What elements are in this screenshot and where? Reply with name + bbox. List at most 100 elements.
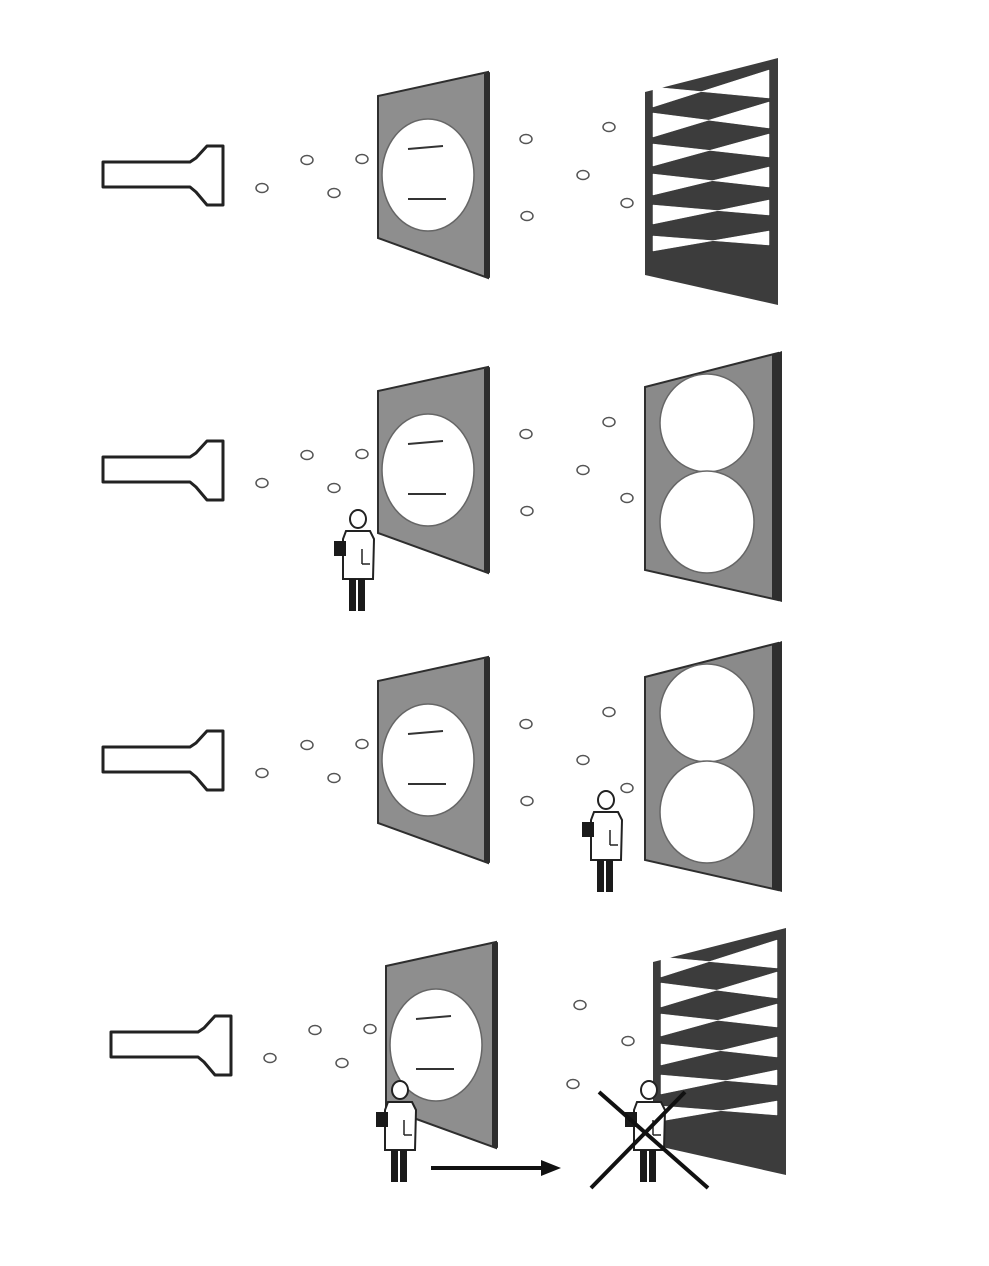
slit-plate-edge [492, 942, 498, 1148]
particle-icon [300, 449, 314, 461]
screen-gap [652, 101, 770, 138]
cross-icon [589, 1090, 687, 1190]
particle-icon [620, 197, 634, 209]
particle-icon [519, 718, 533, 730]
observer-leg-right [606, 860, 613, 892]
slit-opening [389, 988, 483, 1102]
panel-1-drawing [101, 58, 778, 305]
particle-emitter-icon [109, 1014, 233, 1077]
slit-upper [407, 440, 444, 445]
screen-edge [772, 641, 782, 892]
particle-icon [355, 738, 369, 750]
slit-plate-edge [484, 367, 490, 573]
panel-3 [0, 635, 989, 935]
particle-emitter-icon [101, 144, 225, 207]
panel-2-drawing [101, 351, 782, 611]
slit-plate-edge [484, 657, 490, 863]
detector-screen-icon [645, 58, 778, 305]
particle-icon [519, 133, 533, 145]
slit-upper [407, 145, 444, 150]
particle-icon [621, 1035, 635, 1047]
observer-head [391, 1080, 409, 1100]
slit-opening [381, 703, 475, 817]
observer-head [349, 509, 367, 529]
observer-leg-right [358, 579, 365, 611]
particle-icon [327, 482, 341, 494]
panel-3-drawing [101, 641, 782, 892]
screen-gap [660, 1036, 778, 1066]
particle-icon [363, 1023, 377, 1035]
detector-screen-icon [644, 641, 782, 892]
particle-icon [300, 739, 314, 751]
screen-gap [660, 1069, 778, 1095]
observer-clipboard [582, 822, 594, 837]
particle-icon [519, 428, 533, 440]
particle-icon [576, 464, 590, 476]
observer-leg-left [391, 1150, 398, 1182]
detector-screen-icon [644, 351, 782, 602]
particle-icon [255, 477, 269, 489]
particle-icon [520, 210, 534, 222]
observer-clipboard [334, 541, 346, 556]
observer-leg-left [597, 860, 604, 892]
particle-icon [576, 169, 590, 181]
particle-icon [335, 1057, 349, 1069]
slit-plate-icon [377, 70, 490, 280]
screen-gap [652, 133, 770, 167]
slit-upper [415, 1015, 452, 1020]
particle-icon [566, 1078, 580, 1090]
slit-plate-icon [377, 365, 490, 575]
panel-4-content [109, 928, 786, 1190]
screen-gap [652, 230, 770, 252]
observer-leg-right [400, 1150, 407, 1182]
observer-icon [334, 509, 376, 611]
slit-opening [381, 413, 475, 527]
particle-icon [620, 492, 634, 504]
particle-icon [308, 1024, 322, 1036]
screen-gap [660, 939, 778, 978]
screen-gap [652, 166, 770, 196]
particle-icon [355, 448, 369, 460]
particle-icon [327, 772, 341, 784]
particle-icon [255, 182, 269, 194]
particle-icon [300, 154, 314, 166]
particle-icon [263, 1052, 277, 1064]
particle-icon [602, 416, 616, 428]
screen-gap [652, 69, 770, 108]
particle-icon [576, 754, 590, 766]
particle-icon [327, 187, 341, 199]
particle-icon [520, 795, 534, 807]
screen-gap [660, 1003, 778, 1037]
observer-leg-left [640, 1150, 647, 1182]
particle-icon [620, 782, 634, 794]
impact-zone-lower [659, 470, 755, 574]
panel-1 [0, 50, 989, 350]
detector-screen-icon [653, 928, 786, 1175]
particle-icon [602, 121, 616, 133]
particle-icon [520, 505, 534, 517]
screen-gap [652, 199, 770, 225]
observer-icon [376, 1080, 418, 1182]
slit-plate-icon [377, 655, 490, 865]
impact-zone-lower [659, 760, 755, 864]
panel-2 [0, 345, 989, 645]
screen-edge [772, 351, 782, 602]
cross-icon [597, 1090, 710, 1190]
particle-icon [255, 767, 269, 779]
observer-coat [342, 530, 376, 580]
screen-gap [660, 971, 778, 1008]
observer-head [640, 1080, 658, 1100]
particle-icon [355, 153, 369, 165]
panel-4 [0, 920, 989, 1220]
particle-icon [573, 999, 587, 1011]
observer-coat [590, 811, 624, 861]
observer-leg-left [349, 579, 356, 611]
slit-opening [381, 118, 475, 232]
particle-icon [602, 706, 616, 718]
impact-zone-upper [659, 373, 755, 473]
observer-clipboard [376, 1112, 388, 1127]
observer-icon [582, 790, 624, 892]
observer-coat [384, 1101, 418, 1151]
panel-4-drawing [109, 928, 786, 1190]
